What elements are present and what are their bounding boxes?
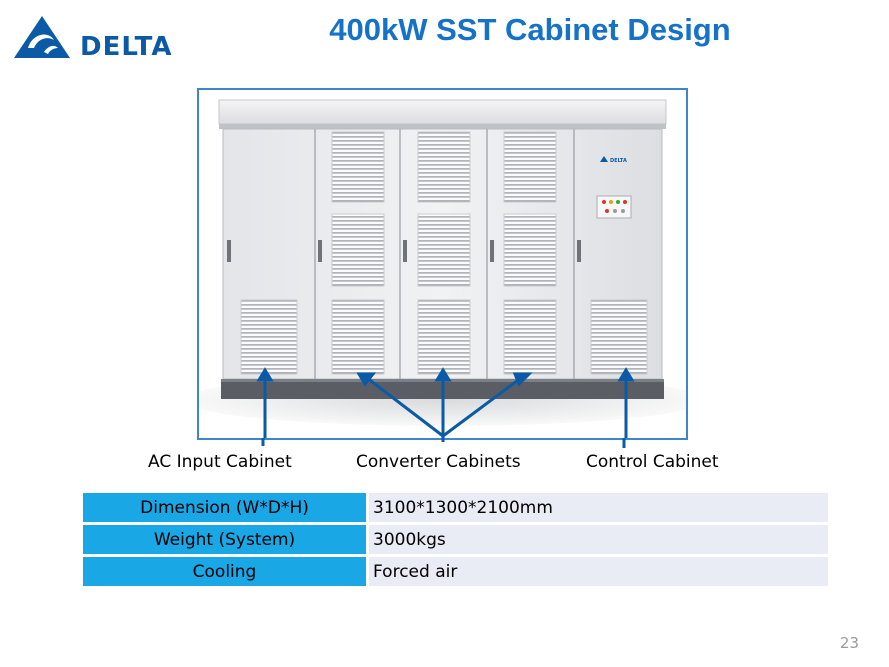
spec-row-cooling: Cooling Forced air	[83, 554, 828, 586]
spec-row-weight: Weight (System) 3000kgs	[83, 522, 828, 556]
spec-value: 3100*1300*2100mm	[367, 493, 828, 524]
spec-value: 3000kgs	[367, 522, 828, 556]
delta-logo: DELTA	[14, 14, 179, 60]
spec-label: Cooling	[83, 554, 369, 586]
spec-label: Weight (System)	[83, 522, 369, 556]
converter-cabinets-label: Converter Cabinets	[356, 452, 521, 472]
spec-table: Dimension (W*D*H) 3100*1300*2100mm Weigh…	[83, 493, 828, 586]
spec-row-dimension: Dimension (W*D*H) 3100*1300*2100mm	[83, 493, 828, 524]
cabinet-illustration: DELTA	[199, 99, 686, 438]
page-number: 23	[839, 634, 859, 652]
spec-label: Dimension (W*D*H)	[83, 493, 369, 524]
delta-wordmark: DELTA	[80, 32, 173, 62]
cabinet-badge: DELTA	[610, 158, 627, 164]
delta-triangle-icon	[14, 16, 70, 58]
slide-title: 400kW SST Cabinet Design	[329, 12, 731, 47]
control-cabinet-label: Control Cabinet	[586, 452, 719, 472]
spec-value: Forced air	[367, 554, 828, 586]
ac-input-cabinet-label: AC Input Cabinet	[148, 452, 292, 472]
